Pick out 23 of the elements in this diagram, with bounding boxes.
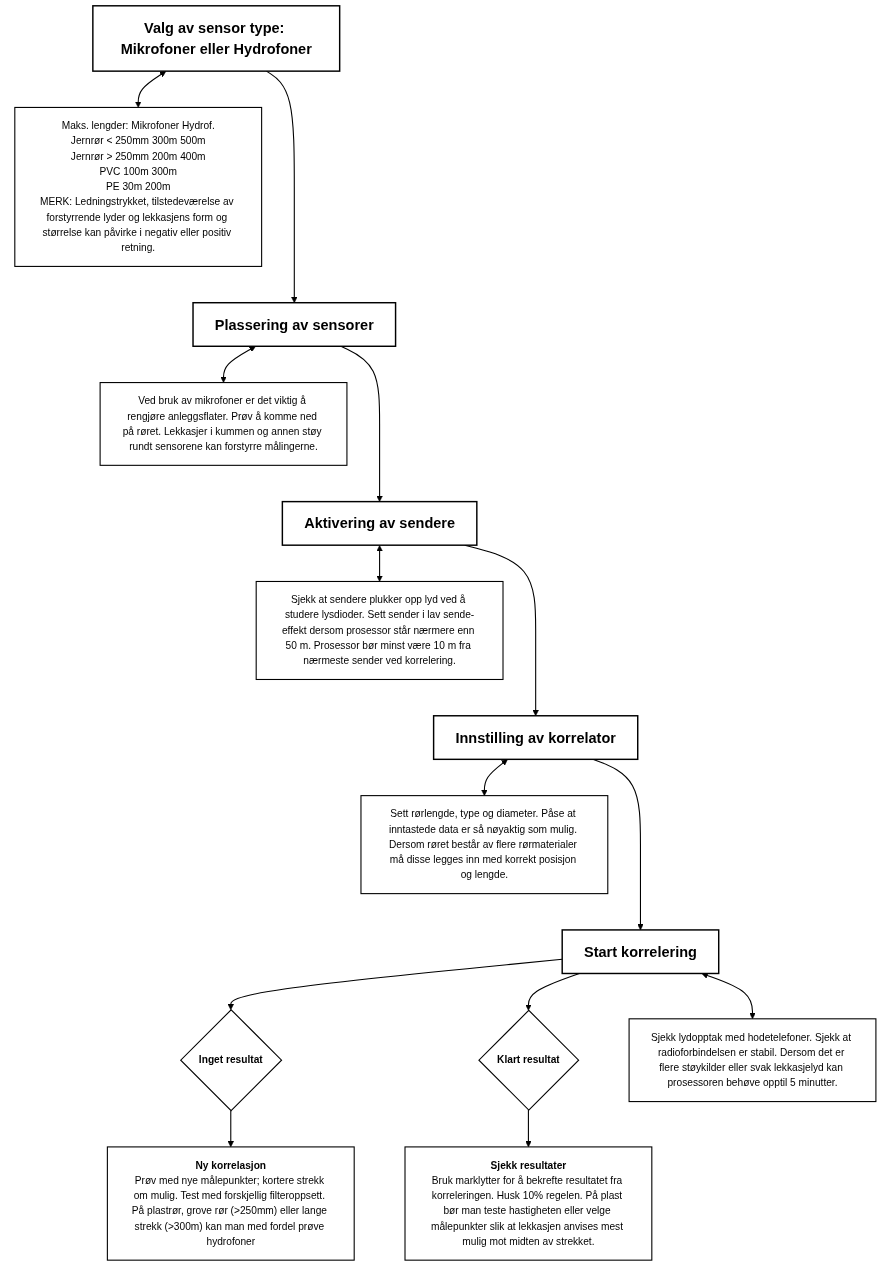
node-box: Maks. lengder: Mikrofoner Hydrof. Jernrør < 250mm 300m 500m Jernrør > 250mm 200m 400m PVC 100m 300m PE 30m 200m MERK: Ledningstrykket, tilstedeværelse av forstyrrende lyder og lekkasjens form og størrelse kan påvirke i negativ eller positiv retning. [13, 106, 262, 267]
arrow [701, 972, 756, 1020]
node-box: Aktivering av sendere [281, 500, 478, 546]
arrow [227, 1110, 234, 1148]
arrow [480, 759, 508, 796]
arrow [376, 545, 383, 582]
node-box: Ny korrelasjon Prøv med nye målepunkter; kortere strekk om mulig. Test med forskjellig filteroppsett. På plastrør, grove rør (>250mm) eller lange strekk (>300m) kan man med fordel prøve hydrofoner [106, 1146, 355, 1261]
arrow [219, 346, 256, 383]
node-box: Sjekk resultater Bruk marklytter for å bekrefte resultatet fra korreleringen. Husk 10% regelen. På plast bør man teste hastigheten eller velge målepunkter slik at lekkasjen anvises mest mulig mot midten av strekket. [404, 1146, 652, 1261]
node-box: Ved bruk av mikrofoner er det viktig å rengjøre anleggsflater. Prøv å komme ned på røret. Lekkasjer i kummen og annen støy rundt sensorene kan forstyrre målingerne. [99, 382, 348, 466]
node-box: Start korrelering [561, 929, 720, 975]
arrow [524, 1109, 532, 1148]
node-box: Valg av sensor type: Mikrofoner eller Hydrofoner [91, 5, 341, 72]
node-box: Sjekk lydopptak med hodetelefoner. Sjekk at radioforbindelsen er stabil. Dersom det er flere støykilder eller svak lekkasjelyd kan prosessoren behøve opptil 5 minutter. [628, 1018, 877, 1103]
arrow [134, 71, 166, 108]
node-box: Sjekk at sendere plukker opp lyd ved å studere lysdioder. Sett sender i lav sende-effekt dersom prosessor står nærmere enn 50 m. Prosessor bør minst være 10 m fra nærmeste sender ved korrelering. [255, 580, 504, 681]
node-box: Plassering av sensorer [191, 302, 396, 347]
node-diamond: Klart resultat [477, 1009, 580, 1111]
node-box: Sett rørlengde, type og diameter. Påse at inntastede data er så nøyaktig som mulig. Dersom røret består av flere rørmaterialer må disse legges inn med korrekt posisjon og lengde. [360, 795, 608, 895]
node-box: Innstilling av korrelator [432, 715, 639, 761]
arrow [265, 70, 298, 303]
arrow [524, 972, 580, 1011]
node-diamond: Inget resultat [179, 1009, 282, 1112]
